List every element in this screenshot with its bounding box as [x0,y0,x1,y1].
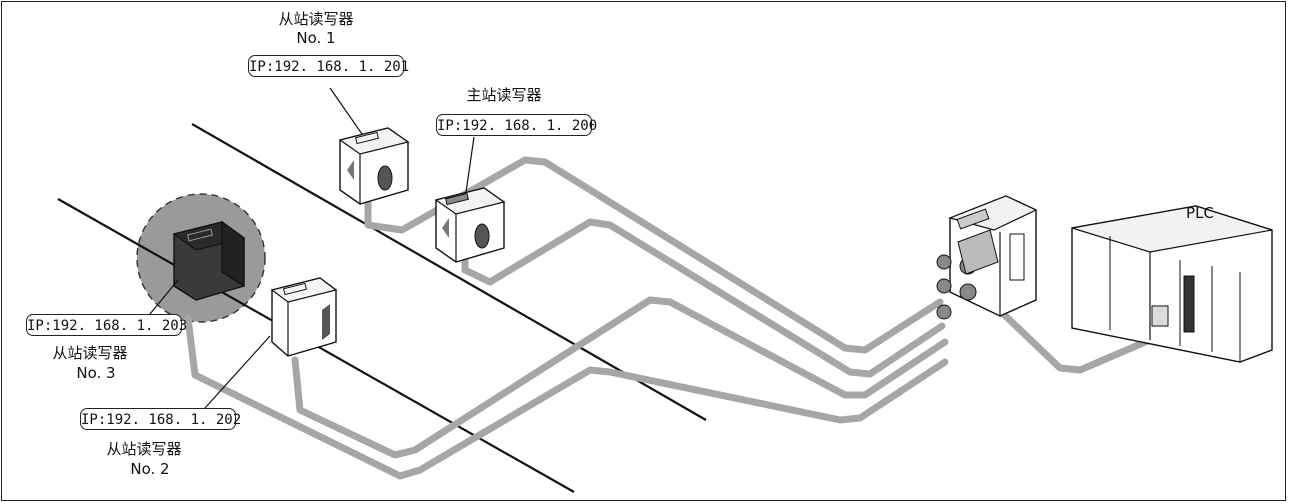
slave1-role-label: 从站读写器 [278,10,354,28]
slave2-role-label: 从站读写器 [106,440,182,458]
slave3-ip-box: IP:192. 168. 1. 203 [26,314,187,336]
slave3-number-label: No. 3 [76,364,116,382]
leader-master [465,136,475,193]
master-role-label: 主站读写器 [466,86,542,104]
slave3-role-label: 从站读写器 [52,344,128,362]
master-ip-box: IP:192. 168. 1. 200 [436,114,597,136]
slave2-number-label: No. 2 [130,460,170,478]
cable-slave1 [364,156,944,354]
cable-slave3 [184,314,949,480]
plc-label: PLC [1186,204,1214,222]
leader-slave1 [329,87,363,135]
slave1-number-label: No. 1 [296,29,336,47]
leader-slave2 [204,335,271,409]
slave-reader-2-device [270,277,338,357]
slave2-ip-box: IP:192. 168. 1. 202 [80,408,241,430]
cable-master [461,218,946,378]
network-hub-device [936,195,1038,320]
leader-slave3 [149,279,179,315]
cable-slave2 [291,296,949,459]
plc-device [1071,205,1273,363]
slave-reader-3-device [172,220,246,301]
master-reader-device [434,187,506,263]
slave1-ip-box: IP:192. 168. 1. 201 [248,55,409,77]
slave-reader-1-device [338,127,410,205]
